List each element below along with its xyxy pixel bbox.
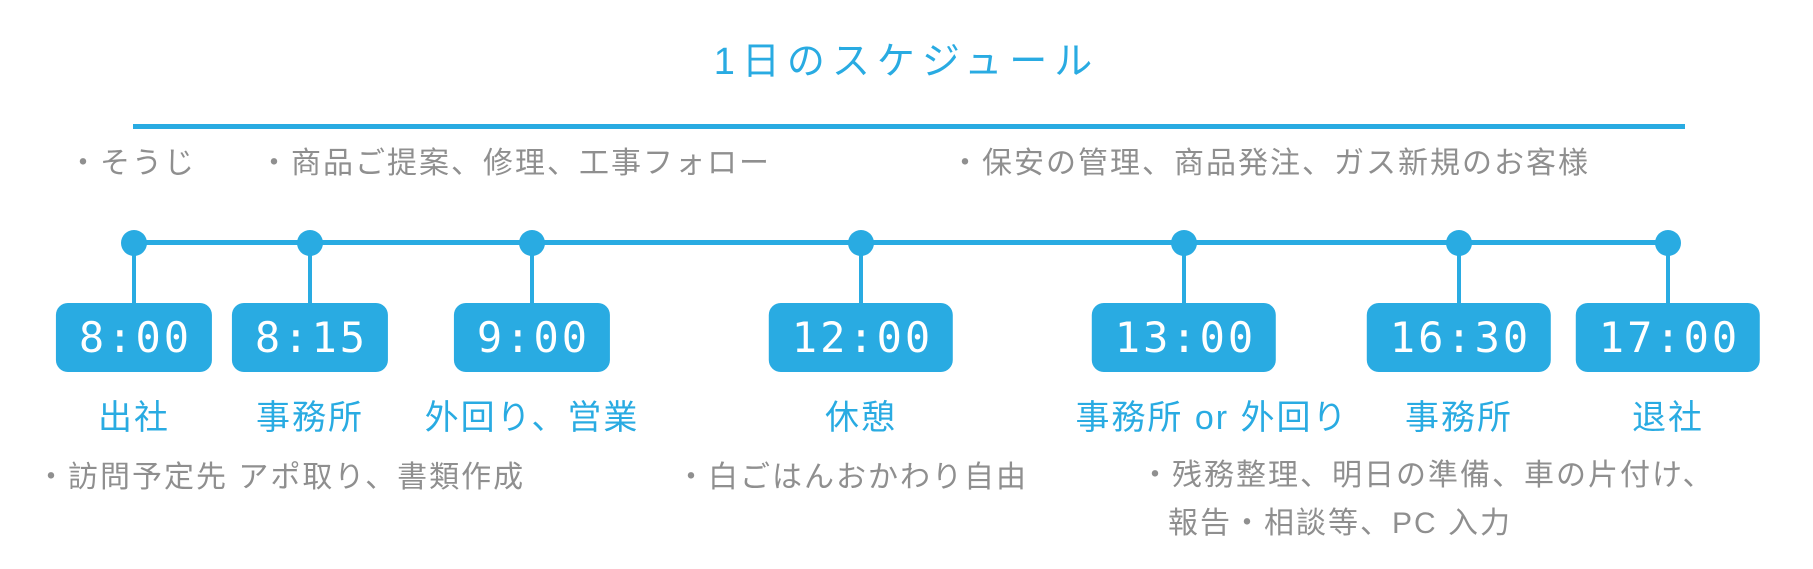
title-divider bbox=[133, 124, 1685, 129]
event-label: 休憩 bbox=[825, 399, 897, 437]
timeline-connector bbox=[1457, 243, 1461, 305]
note-morning-cleaning: ・そうじ bbox=[68, 147, 196, 180]
timeline-connector bbox=[859, 243, 863, 305]
note-visit-plan: ・訪問予定先 アポ取り、書類作成 bbox=[36, 454, 525, 502]
time-badge: 13:00 bbox=[1091, 303, 1277, 372]
timeline-connector bbox=[1666, 243, 1670, 305]
event-label: 事務所 bbox=[256, 399, 364, 437]
event-label: 外回り、営業 bbox=[424, 399, 640, 437]
time-badge: 17:00 bbox=[1575, 303, 1761, 372]
page-title: 1日のスケジュール bbox=[713, 41, 1100, 83]
timeline-connector bbox=[530, 243, 534, 305]
note-daytime-tasks: ・商品ご提案、修理、工事フォロー bbox=[259, 147, 771, 180]
time-badge: 9:00 bbox=[453, 303, 611, 372]
note-line: ・残務整理、明日の準備、車の片付け、 bbox=[1140, 459, 1715, 492]
event-label: 事務所 bbox=[1405, 399, 1513, 437]
time-badge: 12:00 bbox=[768, 303, 954, 372]
time-badge: 8:15 bbox=[231, 303, 389, 372]
timeline-connector bbox=[308, 243, 312, 305]
time-badge: 8:00 bbox=[55, 303, 213, 372]
note-line: ・訪問予定先 アポ取り、書類作成 bbox=[36, 461, 526, 494]
timeline-connector bbox=[1182, 243, 1186, 305]
event-label: 事務所 or 外回り bbox=[1075, 399, 1349, 437]
time-badge: 16:30 bbox=[1366, 303, 1552, 372]
note-line: ・白ごはんおかわり自由 bbox=[676, 461, 1028, 494]
note-evening-tasks: ・残務整理、明日の準備、車の片付け、 報告・相談等、PC 入力 bbox=[1140, 452, 1715, 548]
note-line: 報告・相談等、PC 入力 bbox=[1168, 507, 1513, 540]
event-label: 退社 bbox=[1632, 399, 1704, 437]
timeline-line bbox=[134, 240, 1669, 245]
timeline-connector bbox=[132, 243, 136, 305]
event-label: 出社 bbox=[98, 399, 170, 437]
note-lunch-rice: ・白ごはんおかわり自由 bbox=[676, 454, 1028, 502]
note-afternoon-tasks: ・保安の管理、商品発注、ガス新規のお客様 bbox=[950, 147, 1590, 180]
